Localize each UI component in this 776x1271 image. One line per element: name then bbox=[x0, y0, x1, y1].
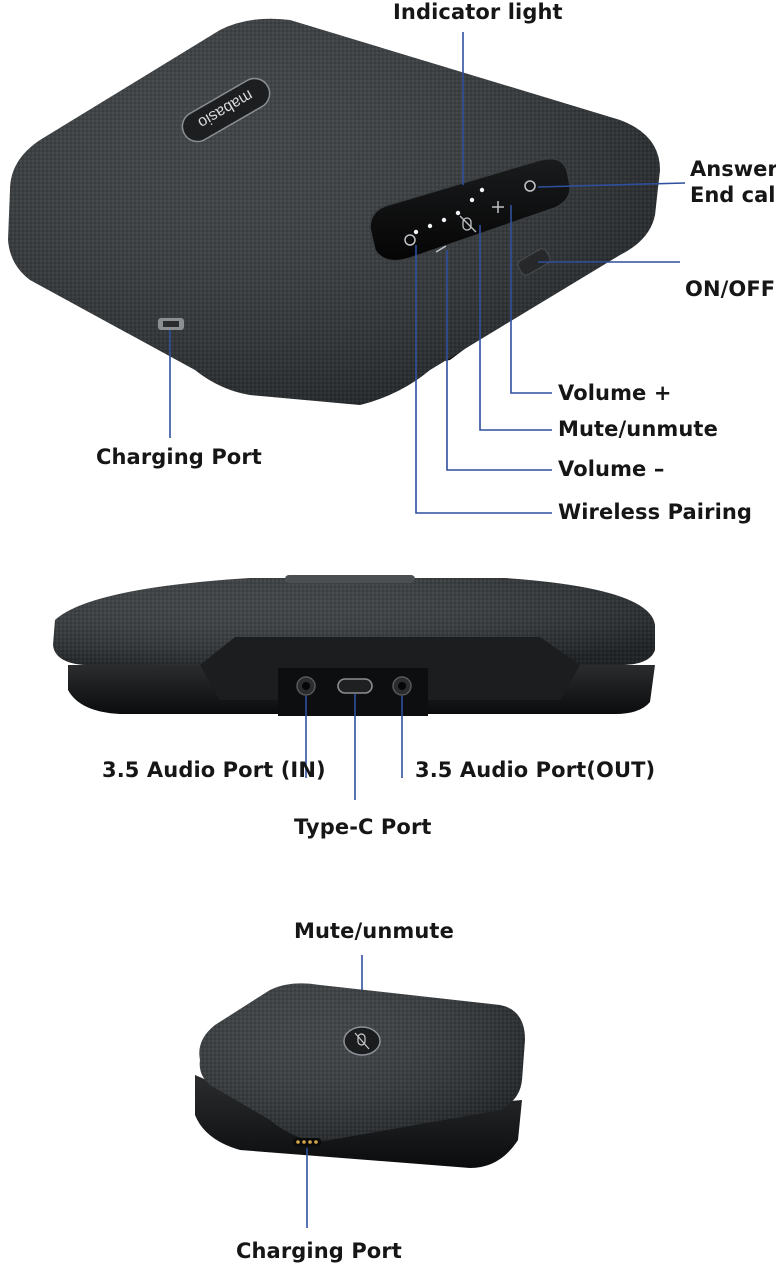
label-volume-minus: Volume – bbox=[558, 457, 665, 481]
dock-charging-contacts bbox=[293, 1138, 321, 1146]
indicator-led-6 bbox=[479, 187, 485, 193]
side-callouts bbox=[305, 694, 403, 800]
side-view-speaker bbox=[53, 575, 655, 800]
label-on-off: ON/OFF bbox=[685, 277, 776, 301]
label-volume-plus: Volume + bbox=[558, 381, 672, 405]
indicator-led-4 bbox=[455, 210, 461, 216]
power-switch bbox=[517, 248, 551, 276]
callout-answer bbox=[537, 182, 686, 188]
label-charging-port-top: Charging Port bbox=[96, 445, 262, 469]
indicator-led-1 bbox=[413, 229, 419, 235]
label-indicator-light: Indicator light bbox=[393, 0, 563, 24]
dock-view-speaker bbox=[195, 955, 525, 1228]
volume-plus-icon bbox=[492, 201, 504, 213]
mute-icon bbox=[459, 215, 477, 233]
callout-pairing bbox=[415, 245, 552, 514]
side-logo-strip bbox=[285, 575, 415, 583]
label-audio-out: 3.5 Audio Port(OUT) bbox=[415, 758, 656, 782]
label-dock-charging: Charging Port bbox=[236, 1239, 402, 1263]
top-callouts bbox=[169, 32, 686, 514]
indicator-led-2 bbox=[427, 223, 433, 229]
top-view-speaker: mabasio bbox=[8, 18, 686, 514]
dock-mute-button bbox=[343, 1026, 381, 1056]
label-end-call: End call bbox=[690, 183, 776, 207]
dock-callouts bbox=[306, 955, 363, 1228]
label-answer: Answer bbox=[690, 157, 776, 181]
phone-icon bbox=[524, 180, 536, 192]
callout-mute bbox=[479, 225, 552, 431]
callout-volume-plus bbox=[510, 205, 552, 394]
indicator-lights bbox=[413, 187, 485, 235]
label-audio-in: 3.5 Audio Port (IN) bbox=[102, 758, 326, 782]
volume-minus-icon bbox=[435, 245, 447, 253]
label-mute-unmute: Mute/unmute bbox=[558, 417, 718, 441]
type-c-port bbox=[337, 678, 373, 694]
label-wireless-pairing: Wireless Pairing bbox=[558, 500, 753, 524]
indicator-led-3 bbox=[441, 217, 447, 223]
callout-volume-minus bbox=[446, 250, 552, 471]
control-panel bbox=[369, 157, 571, 262]
indicator-led-5 bbox=[469, 197, 475, 203]
label-dock-mute: Mute/unmute bbox=[294, 919, 454, 943]
pairing-icon bbox=[404, 234, 416, 246]
dock-mute-icon bbox=[354, 1032, 370, 1050]
label-type-c: Type-C Port bbox=[294, 815, 432, 839]
